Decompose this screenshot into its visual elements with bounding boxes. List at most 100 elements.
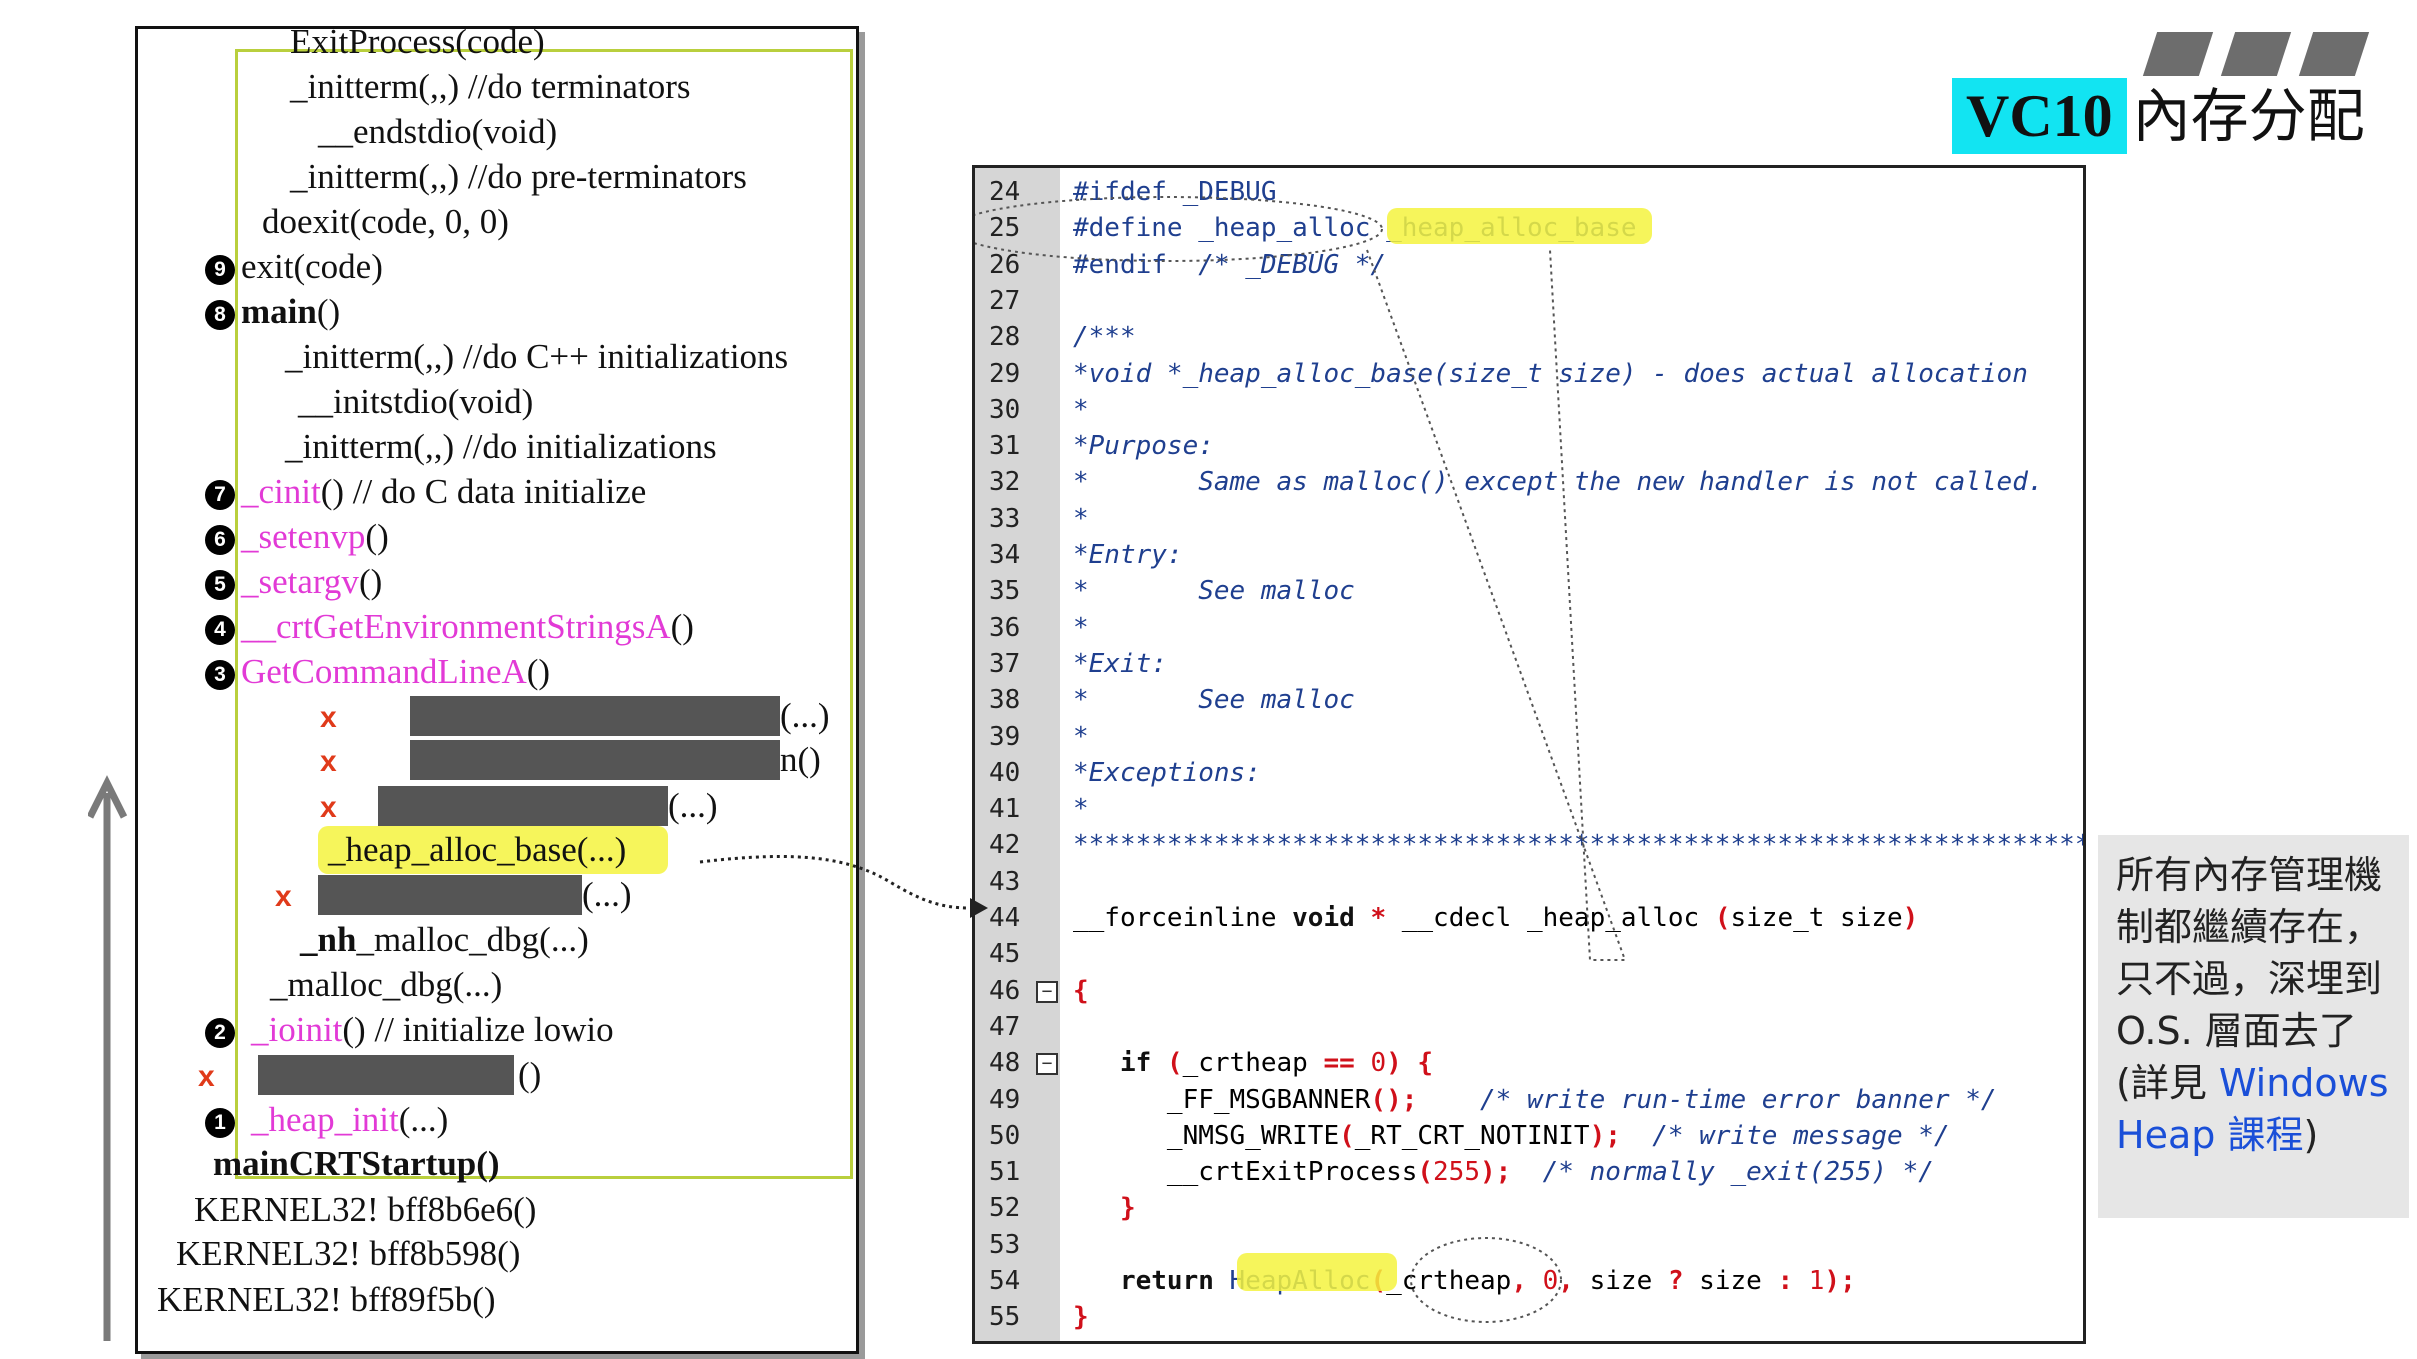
code-text: { bbox=[1073, 975, 1089, 1006]
stack-frame: _initterm(,,) //do pre-terminators bbox=[290, 155, 747, 199]
code-annotation-overlay bbox=[975, 196, 1627, 1323]
step-badge: 2 bbox=[205, 1018, 235, 1048]
code-line: 32* Same as malloc() except the new hand… bbox=[975, 464, 2083, 500]
code-line: 34 *Entry: bbox=[975, 537, 2083, 573]
frame-text: n() bbox=[780, 740, 821, 779]
code-text: * bbox=[1073, 612, 1089, 643]
slide-title: VC10 內存分配 bbox=[1952, 78, 2365, 154]
frame-suffix: () bbox=[316, 292, 341, 331]
code-line: 38* See malloc bbox=[975, 682, 2083, 718]
line-number: 51 bbox=[989, 1157, 1021, 1188]
line-number: 34 bbox=[989, 540, 1021, 570]
stack-frame: __endstdio(void) bbox=[318, 110, 557, 154]
line-number: 46 bbox=[989, 975, 1021, 1006]
frame-text: KERNEL32! bff8b6e6() bbox=[194, 1190, 537, 1229]
function-name: _heap_init bbox=[251, 1100, 399, 1139]
stack-frame: ExitProcess(code) bbox=[290, 20, 545, 64]
step-badge: 7 bbox=[205, 480, 235, 510]
step-badge: 8 bbox=[205, 300, 235, 330]
code-text: ****************************************… bbox=[1073, 830, 2086, 861]
code-text: *Exit: bbox=[1073, 648, 1167, 679]
line-number: 24 bbox=[989, 177, 1021, 207]
link-arrow-icon bbox=[699, 855, 988, 918]
frame-suffix: () bbox=[526, 652, 551, 691]
code-text: _FF_MSGBANNER(); /* write run-time error… bbox=[1073, 1084, 1997, 1115]
stack-direction-arrow-icon bbox=[88, 775, 128, 1341]
redacted-function bbox=[378, 786, 668, 826]
redacted-function bbox=[258, 1055, 514, 1095]
line-number: 44 bbox=[989, 903, 1021, 933]
stack-frame: _setargv() bbox=[241, 560, 382, 604]
code-text: } bbox=[1119, 1193, 1136, 1224]
stack-frame: _cinit() // do C data initialize bbox=[241, 470, 646, 514]
code-line: 24 #ifdef _DEBUG bbox=[975, 174, 2083, 210]
line-number: 38 bbox=[989, 685, 1021, 716]
frame-text: ExitProcess(code) bbox=[290, 22, 545, 61]
code-line: 49 _FF_MSGBANNER(); /* write run-time er… bbox=[975, 1082, 2083, 1118]
function-name: __crtGetEnvironmentStringsA bbox=[241, 607, 671, 646]
stack-frame: KERNEL32! bff8b6e6() bbox=[194, 1188, 536, 1232]
code-text: #ifdef _DEBUG bbox=[1073, 177, 1277, 207]
frame-text: __endstdio(void) bbox=[318, 112, 558, 151]
frame-suffix: (...) bbox=[398, 1100, 449, 1139]
redacted-function bbox=[410, 740, 780, 780]
code-line: 45 bbox=[975, 936, 2083, 972]
frame-text: _initterm(,,) //do C++ initializations bbox=[285, 337, 789, 376]
code-line: 54 return HeapAlloc(_crtheap, 0, size ? … bbox=[975, 1263, 2083, 1299]
frame-text: main bbox=[241, 292, 317, 331]
function-name: _nh bbox=[300, 920, 357, 959]
frame-text: KERNEL32! bff89f5b() bbox=[157, 1280, 496, 1319]
stack-frame: KERNEL32! bff8b598() bbox=[176, 1232, 520, 1276]
code-text: #endif /* _DEBUG */ bbox=[1073, 249, 1387, 280]
stack-frame: (...) bbox=[582, 873, 632, 917]
windows-heap-link[interactable]: Windows Heap 課程 bbox=[2116, 1061, 2389, 1157]
stack-frame: _initterm(,,) //do initializations bbox=[285, 425, 717, 469]
code-line: 30* bbox=[975, 392, 2083, 428]
code-text: /*** bbox=[1073, 322, 1136, 353]
step-badge: 5 bbox=[205, 570, 235, 600]
stack-frame: _nh_malloc_dbg(...) bbox=[300, 918, 589, 962]
line-number: 35 bbox=[989, 576, 1021, 607]
stack-frame: n() bbox=[780, 738, 821, 782]
line-number: 48 bbox=[989, 1048, 1021, 1079]
removed-marker: x bbox=[198, 1060, 215, 1093]
code-line: 26#endif /* _DEBUG */ bbox=[975, 247, 2083, 283]
code-line: 37*Exit: bbox=[975, 646, 2083, 682]
frame-text: (...) bbox=[780, 696, 830, 735]
note-close: ) bbox=[2303, 1113, 2319, 1157]
stack-frame: _initterm(,,) //do C++ initializations bbox=[285, 335, 788, 379]
code-line: 44__forceinline void * __cdecl _heap_all… bbox=[975, 900, 2083, 936]
code-text: * bbox=[1073, 721, 1089, 752]
function-name: _setargv bbox=[241, 562, 359, 601]
frame-text: exit(code) bbox=[241, 247, 383, 286]
code-line: 40*Exceptions: bbox=[975, 755, 2083, 791]
frame-suffix: () // initialize lowio bbox=[342, 1010, 614, 1049]
code-text: *Entry: bbox=[1073, 540, 1183, 570]
code-line: 31*Purpose: bbox=[975, 428, 2083, 464]
line-number: 49 bbox=[989, 1084, 1021, 1115]
step-badge: 1 bbox=[205, 1108, 235, 1138]
line-number: 50 bbox=[989, 1120, 1021, 1151]
code-line: 55} bbox=[975, 1299, 2083, 1335]
stack-frame: KERNEL32! bff89f5b() bbox=[157, 1278, 496, 1322]
fold-toggle-icon[interactable]: − bbox=[1036, 980, 1058, 1003]
function-name: _ioinit bbox=[251, 1010, 343, 1049]
fold-toggle-icon[interactable]: − bbox=[1036, 1053, 1058, 1076]
code-line: 53 bbox=[975, 1227, 2083, 1263]
line-number: 52 bbox=[989, 1193, 1021, 1224]
stack-frame: _ioinit() // initialize lowio bbox=[251, 1008, 614, 1052]
code-line: 29*void *_heap_alloc_base(size_t size) -… bbox=[975, 356, 2083, 392]
line-number: 41 bbox=[989, 794, 1021, 825]
code-text: *void *_heap_alloc_base(size_t size) - d… bbox=[1073, 358, 2028, 389]
code-text: * bbox=[1073, 794, 1089, 825]
code-line: 46 {− bbox=[975, 973, 2083, 1009]
code-line: 52 } bbox=[975, 1190, 2083, 1226]
line-number: 27 bbox=[989, 285, 1021, 316]
code-text: *Purpose: bbox=[1073, 431, 1214, 462]
frame-suffix: _malloc_dbg(...) bbox=[356, 920, 589, 959]
code-line: 28/*** bbox=[975, 319, 2083, 355]
stack-frame: exit(code) bbox=[241, 245, 383, 289]
frame-text: (...) bbox=[582, 875, 632, 914]
frame-text: _heap_alloc_base(...) bbox=[328, 830, 627, 869]
frame-text: () bbox=[518, 1055, 542, 1094]
